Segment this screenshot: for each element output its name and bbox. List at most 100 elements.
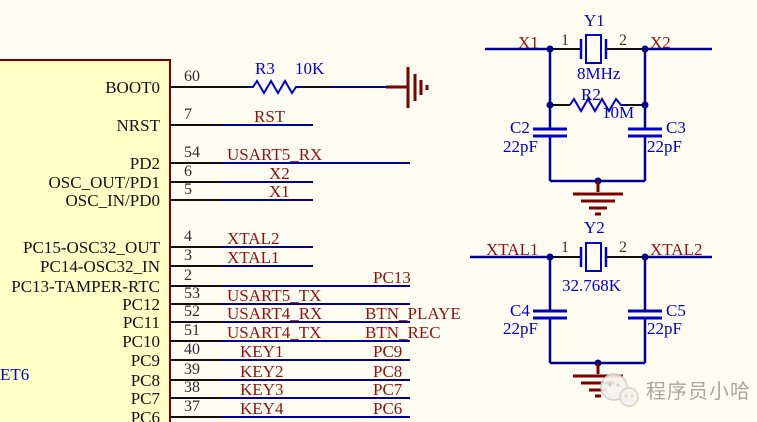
net-label-secondary: PC9: [373, 342, 403, 361]
net-label: XTAL2: [227, 229, 280, 248]
net-wire: [222, 246, 313, 248]
pin-wire: [170, 340, 222, 342]
net-wire: [222, 124, 313, 126]
crystal-pin-number: 2: [619, 32, 627, 49]
mcu-partial-value-text: ET6: [0, 365, 30, 384]
capacitor-ref: C2: [510, 118, 530, 137]
net-wire: [222, 379, 410, 381]
pin-number: 37: [184, 398, 200, 415]
net-label: X2: [269, 164, 290, 183]
net-wire: [222, 416, 410, 418]
pin-number: 52: [184, 303, 200, 320]
capacitor-ref: C4: [510, 301, 530, 320]
net-label-secondary: PC7: [373, 380, 403, 399]
pin-name: BOOT0: [105, 78, 160, 97]
pin-number: 6: [184, 163, 192, 180]
pin-name: PC7: [130, 389, 160, 408]
pin-number: 51: [184, 322, 200, 339]
net-label-secondary: PC6: [373, 399, 403, 418]
pin-name: PC13-TAMPER-RTC: [11, 277, 160, 296]
pin-name: OSC_OUT/PD1: [48, 173, 160, 192]
pin-wire: [170, 416, 222, 418]
net-label: USART4_TX: [227, 323, 322, 342]
pin-number: 40: [184, 341, 200, 358]
capacitor-ref: C5: [666, 301, 686, 320]
pin-wire: [170, 265, 222, 267]
pin-wire: [170, 181, 222, 183]
capacitor-value: 22pF: [503, 137, 538, 156]
resistor-symbol: [247, 79, 303, 95]
resistor-value: 10M: [602, 103, 635, 122]
ground-symbol: [386, 67, 429, 108]
pin-name: NRST: [116, 116, 160, 135]
wire-segment: [303, 86, 330, 88]
pin-name: PC8: [130, 371, 160, 390]
pin-number: 54: [184, 144, 200, 161]
resistor-ref: R2: [581, 85, 601, 104]
pin-name: PC9: [130, 351, 160, 370]
net-label-secondary: BTN_PLAYE: [365, 304, 461, 323]
pin-number: 39: [184, 361, 200, 378]
pin-wire: [170, 397, 222, 399]
net-label-secondary: PC8: [373, 362, 403, 381]
pin-name: PC6: [130, 408, 160, 422]
pin-name: PC10: [122, 332, 160, 351]
crystal-ref: Y2: [584, 218, 605, 237]
crystal-ref: Y1: [584, 11, 605, 30]
net-label: USART5_TX: [227, 286, 322, 305]
pin-number: 5: [184, 181, 192, 198]
pin-name: OSC_IN/PD0: [65, 191, 160, 210]
net-wire: [222, 303, 410, 305]
pin-number: 38: [184, 379, 200, 396]
pin-wire: [170, 359, 222, 361]
net-label: XTAL2: [650, 240, 703, 259]
crystal-value: 8MHz: [577, 64, 621, 83]
net-wire: [222, 321, 410, 323]
pin-wire: [170, 379, 222, 381]
watermark-text: 程序员小哈: [646, 379, 751, 403]
wechat-chat-bubbles-icon: [600, 373, 639, 407]
pin-wire: [170, 321, 222, 323]
mcu-symbol-body: [0, 59, 171, 422]
crystal-pin-number: 1: [561, 32, 569, 49]
pin-wire: [170, 199, 222, 201]
net-wire: [222, 397, 410, 399]
resistor-value: 10K: [295, 59, 325, 78]
crystal-value: 32.768K: [562, 276, 622, 295]
crystal-pin-number: 1: [561, 239, 569, 256]
hse-crystal-circuit-graphics: [485, 34, 712, 216]
capacitor-value: 22pF: [647, 319, 682, 338]
net-label: KEY2: [240, 362, 284, 381]
net-label: KEY3: [240, 380, 284, 399]
net-wire: [222, 340, 410, 342]
capacitor-value: 22pF: [503, 319, 538, 338]
net-label: RST: [254, 107, 286, 126]
net-wire: [222, 199, 313, 201]
net-label: XTAL1: [227, 248, 280, 267]
pin-name: PD2: [129, 154, 160, 173]
pin-wire: [170, 303, 222, 305]
net-wire: [222, 359, 410, 361]
net-label: USART5_RX: [227, 145, 323, 164]
pin-number: 60: [184, 68, 200, 85]
wire-segment: [330, 86, 389, 88]
pin-wire: [170, 162, 222, 164]
net-label: X1: [518, 33, 539, 52]
pin-name: PC11: [122, 313, 160, 332]
pin-wire: [170, 86, 247, 88]
net-wire: [222, 181, 313, 183]
net-label: XTAL1: [486, 240, 539, 259]
net-wire: [222, 265, 313, 267]
pin-number: 7: [184, 106, 192, 123]
net-wire: [222, 162, 410, 164]
net-label: PC13: [373, 268, 411, 287]
crystal-pin-number: 2: [619, 239, 627, 256]
net-label: USART4_RX: [227, 304, 323, 323]
pin-wire: [170, 246, 222, 248]
pin-name: PC15-OSC32_OUT: [23, 238, 160, 257]
net-label: X2: [650, 33, 671, 52]
pin-wire: [170, 285, 222, 287]
pin-number: 2: [184, 267, 192, 284]
net-label-secondary: BTN_REC: [365, 323, 441, 342]
